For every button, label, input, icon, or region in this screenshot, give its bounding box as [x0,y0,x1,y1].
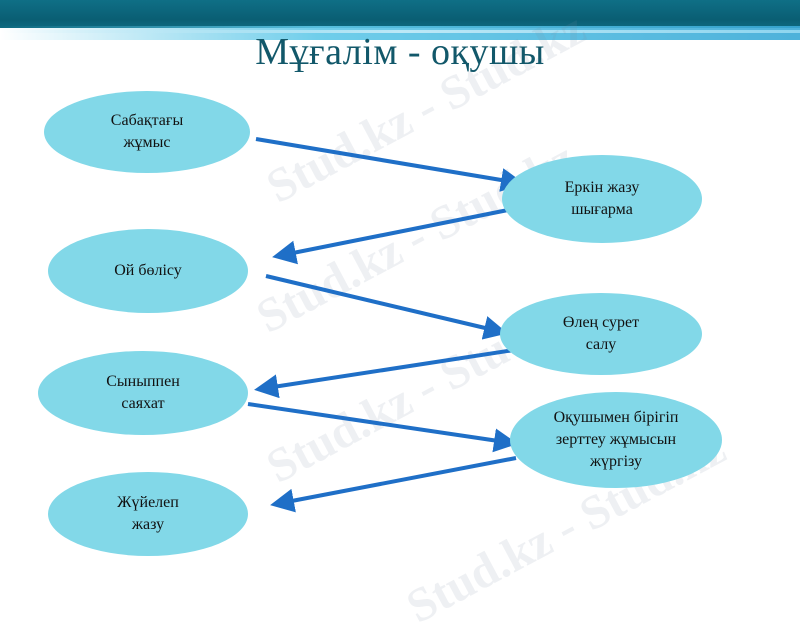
arrows-layer [247,137,525,513]
arrow-n3-to-n4 [265,274,508,340]
node-sabaktagy-zhumys: Сабақтағы жұмыс [44,91,250,173]
arrow-n5-to-n6 [247,402,518,453]
page-title: Мұғалім - оқушы [255,31,545,73]
header-stripe [0,26,800,40]
header-band [0,0,800,28]
node-oi-bolisu: Ой бөлісу [48,229,248,313]
arrow-n2-to-n3 [272,208,509,265]
arrow-n4-to-n5 [254,348,515,399]
header-stripe-highlight [0,30,800,33]
node-erkin-zhazu-shygarma: Еркін жазу шығарма [502,155,702,243]
arrow-n6-to-n7 [270,456,517,513]
node-okushymen-birigip-zertteu: Оқушымен бірігіп зерттеу жұмысын жүргізу [510,392,722,488]
node-zhuielep-zhazu: Жүйелеп жазу [48,472,248,556]
node-synyppen-sayakhat: Сыныппен саяхат [38,351,248,435]
arrow-n1-to-n2 [255,137,525,192]
node-olen-suret-salu: Өлең сурет салу [500,293,702,375]
